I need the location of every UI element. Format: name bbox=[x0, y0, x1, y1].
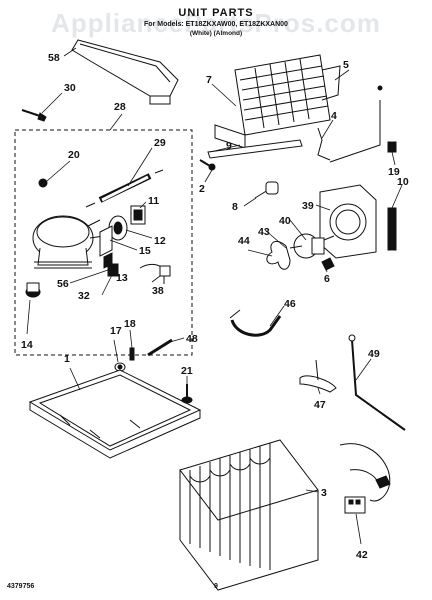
part-14-foot bbox=[25, 282, 41, 298]
callout-labels: 58 30 28 20 29 11 12 15 13 56 32 38 14 7… bbox=[21, 52, 409, 561]
callout-58: 58 bbox=[48, 52, 60, 64]
part-12-overload bbox=[108, 215, 128, 241]
callout-29: 29 bbox=[154, 137, 166, 149]
callout-39: 39 bbox=[302, 200, 314, 212]
callout-4: 4 bbox=[331, 110, 337, 122]
part-28-compressor-kit-box bbox=[14, 129, 193, 356]
callout-38: 38 bbox=[152, 285, 164, 297]
compressor bbox=[32, 215, 105, 269]
part-42-wire-harness bbox=[339, 443, 391, 514]
callout-18: 18 bbox=[124, 318, 136, 330]
part-6-clip bbox=[321, 257, 335, 271]
callout-12: 12 bbox=[154, 235, 166, 247]
part-19-clip bbox=[387, 141, 397, 153]
part-15-cover bbox=[99, 225, 113, 257]
watermark: AppliancePartsPros.com bbox=[51, 8, 381, 38]
callout-48: 48 bbox=[186, 333, 198, 345]
callout-19: 19 bbox=[388, 166, 400, 178]
callout-49: 49 bbox=[368, 348, 380, 360]
diagram-title: UNIT PARTS bbox=[178, 7, 254, 19]
part-20-grommet bbox=[38, 178, 48, 188]
callout-20: 20 bbox=[68, 149, 80, 161]
callout-1: 1 bbox=[64, 353, 70, 365]
callout-15: 15 bbox=[139, 245, 151, 257]
part-18-fitting bbox=[129, 347, 135, 361]
part-49-tube bbox=[348, 334, 406, 431]
callout-32: 32 bbox=[78, 290, 90, 302]
callout-17: 17 bbox=[110, 325, 122, 337]
part-8-sensor bbox=[254, 181, 279, 199]
callout-3: 3 bbox=[321, 487, 327, 499]
callout-10: 10 bbox=[397, 176, 409, 188]
part-38-harness bbox=[139, 263, 171, 284]
part-1-base-pan bbox=[28, 369, 202, 459]
part-39-fan-shroud bbox=[319, 184, 377, 259]
callout-14: 14 bbox=[21, 339, 33, 351]
part-58-cover bbox=[71, 39, 179, 105]
part-21-screw bbox=[181, 384, 193, 404]
callout-43: 43 bbox=[258, 226, 270, 238]
part-10-strip bbox=[387, 207, 397, 251]
part-47-clamp bbox=[299, 359, 337, 393]
callout-21: 21 bbox=[181, 365, 193, 377]
part-4-sensor bbox=[317, 85, 383, 163]
callout-13: 13 bbox=[116, 272, 128, 284]
part-9-rail bbox=[207, 139, 303, 159]
part-11-relay bbox=[130, 205, 146, 225]
callout-47: 47 bbox=[314, 399, 326, 411]
model-numbers: For Models: ET18ZKXAW00, ET18ZKXAN00 bbox=[144, 21, 288, 28]
callout-42: 42 bbox=[356, 549, 368, 561]
callout-9: 9 bbox=[226, 140, 232, 152]
part-44-fan-blade bbox=[266, 240, 303, 270]
model-colors: (White) (Almond) bbox=[189, 30, 243, 37]
callout-2: 2 bbox=[199, 183, 205, 195]
callout-11: 11 bbox=[148, 195, 159, 207]
part-40-fan-motor bbox=[293, 233, 335, 259]
part-48-tube bbox=[147, 338, 173, 357]
callout-5: 5 bbox=[343, 59, 349, 71]
callout-40: 40 bbox=[279, 215, 291, 227]
part-30-screw bbox=[21, 109, 47, 122]
part-29-drier bbox=[85, 169, 164, 208]
callout-7: 7 bbox=[206, 74, 212, 86]
part-3-condenser-coil bbox=[179, 439, 319, 591]
callout-56: 56 bbox=[57, 278, 69, 290]
callout-30: 30 bbox=[64, 82, 76, 94]
document-number: 4379756 bbox=[7, 583, 35, 590]
part-46-drain-tube bbox=[229, 309, 282, 337]
page-number: 9 bbox=[214, 583, 218, 590]
callout-28: 28 bbox=[114, 101, 126, 113]
callout-46: 46 bbox=[284, 298, 296, 310]
callout-8: 8 bbox=[232, 201, 238, 213]
callout-44: 44 bbox=[238, 235, 250, 247]
part-2-screw bbox=[199, 159, 216, 171]
part-7-evaporator bbox=[214, 54, 331, 149]
part-5-tube bbox=[321, 65, 341, 101]
leader-lines bbox=[26, 47, 403, 545]
callout-6: 6 bbox=[324, 273, 330, 285]
